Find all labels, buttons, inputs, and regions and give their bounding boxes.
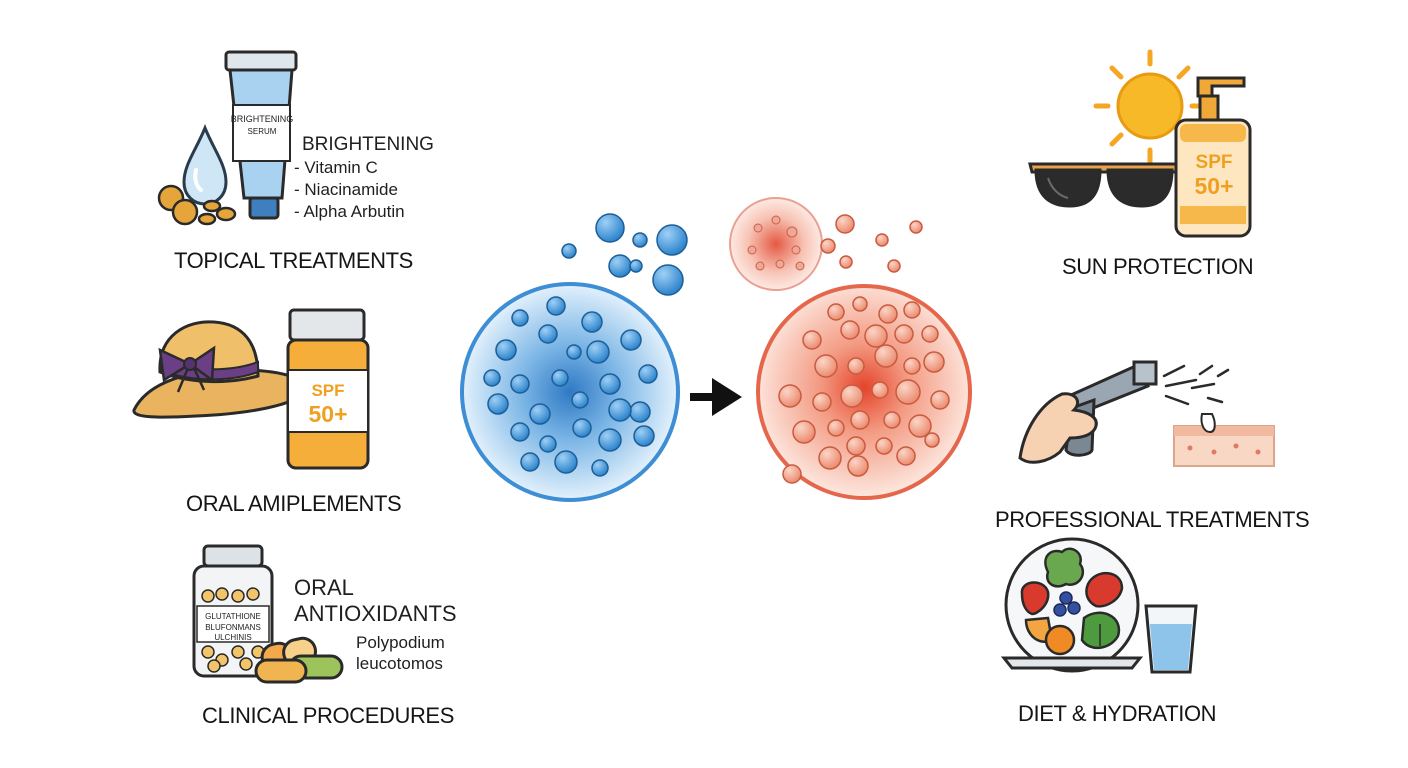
oral-supplements-illustration (132, 308, 370, 470)
sunscreen-bottle-line2: 50+ (1194, 173, 1233, 199)
skin-layer-icon (1173, 413, 1275, 467)
supplement-bottle-line1: SPF (311, 381, 344, 400)
brightening-heading: BRIGHTENING (302, 134, 434, 155)
healthy-skin-cell (460, 213, 688, 502)
small-pigment-cell (729, 197, 823, 291)
sun-icon (1093, 49, 1207, 165)
diet-hydration-illustration (1000, 537, 1198, 674)
antioxidants-heading-line2: ANTIOXIDANTS (294, 601, 457, 626)
floating-bubbles (561, 213, 688, 296)
pigmented-skin-cell (729, 197, 972, 500)
caption-diet-hydration: DIET & HYDRATION (1018, 701, 1217, 726)
transition-arrow-icon (690, 378, 742, 416)
caption-clinical-procedures: CLINICAL PROCEDURES (202, 703, 454, 728)
tube-label-line1: BRIGHTENING (231, 114, 294, 124)
antioxidants-sub-line2: leucotomos (356, 654, 443, 673)
laser-beam-icon (1162, 364, 1230, 406)
ingredient-vitamin-c: - Vitamin C (294, 158, 378, 177)
supplement-bottle-icon (286, 308, 370, 470)
serum-tube-icon (224, 50, 298, 220)
floating-pigment-bubbles (820, 214, 923, 273)
sunglasses-icon (1028, 162, 1182, 208)
supplement-bottle-line2: 50+ (308, 401, 347, 427)
antioxidants-heading-line1: ORAL (294, 575, 354, 600)
jar-label-line2: BLUFONMANS (205, 623, 261, 632)
ingredient-alpha-arbutin: - Alpha Arbutin (294, 202, 405, 221)
sunscreen-bottle-icon (1174, 76, 1252, 238)
antioxidants-sub-line1: Polypodium (356, 633, 445, 652)
capsule-jar-icon (192, 544, 274, 678)
sun-hat-icon (132, 320, 307, 419)
caption-oral-supplements: ORAL AMIPLEMENTS (186, 491, 402, 516)
ingredient-niacinamide: - Niacinamide (294, 180, 398, 199)
jar-label-line1: GLUTATHIONE (205, 612, 261, 621)
sunscreen-bottle-line1: SPF (1196, 152, 1233, 173)
caption-sun-protection: SUN PROTECTION (1062, 254, 1254, 279)
hand-icon (1018, 392, 1098, 464)
capsule-pills-icon (254, 636, 344, 684)
water-drop-icon (182, 124, 228, 206)
food-bowl-icon (1000, 537, 1144, 673)
water-glass-icon (1144, 604, 1198, 674)
topical-treatments-illustration (157, 50, 298, 226)
caption-professional-treatments: PROFESSIONAL TREATMENTS (995, 507, 1310, 532)
antioxidants-illustration (192, 544, 344, 684)
sun-protection-illustration (1028, 49, 1252, 238)
professional-treatments-illustration (1018, 360, 1275, 467)
tube-label-line2: SERUM (248, 127, 277, 136)
vitamin-beads-icon (157, 184, 237, 226)
caption-topical-treatments: TOPICAL TREATMENTS (174, 248, 413, 273)
jar-label-line3: ULCHINIS (214, 633, 251, 642)
